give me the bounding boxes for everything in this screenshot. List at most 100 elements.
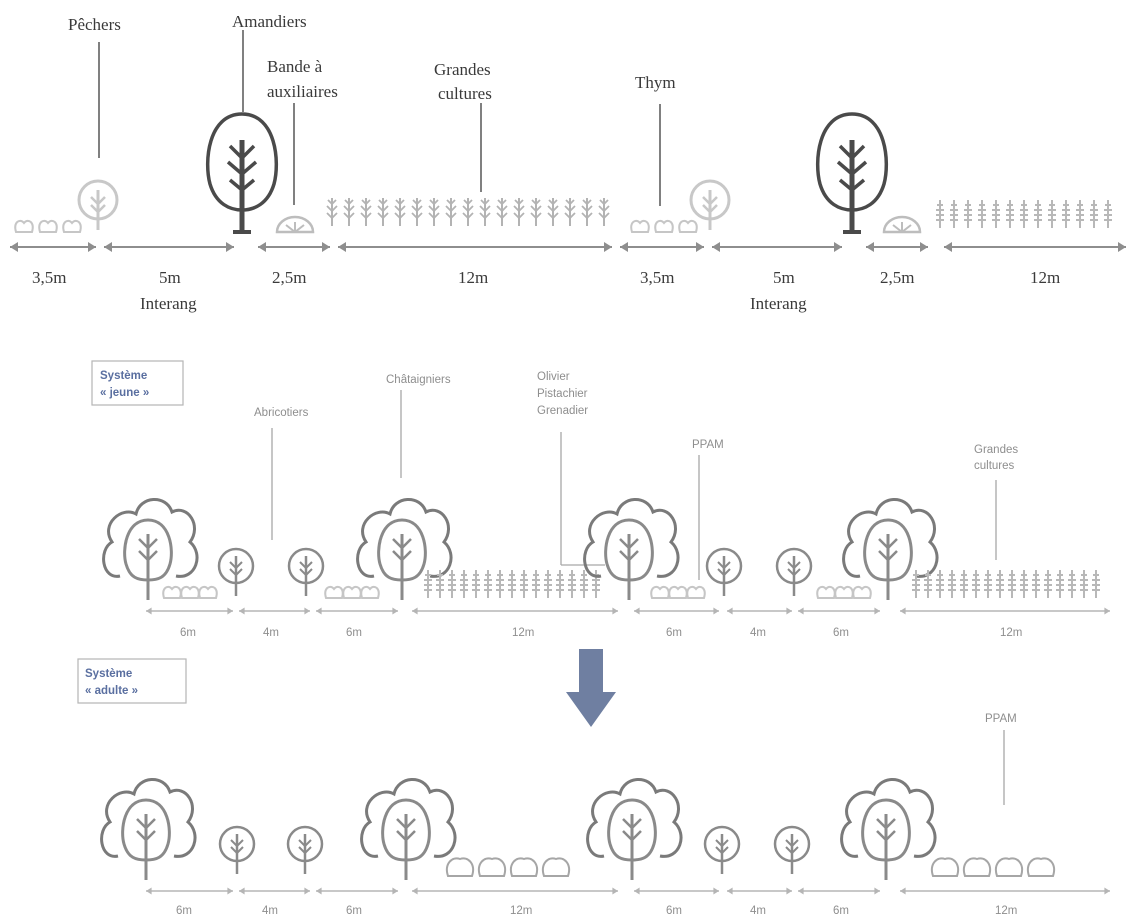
label-ppam-adulte: PPAM — [985, 713, 1017, 725]
arrowhead — [612, 887, 618, 895]
arrowhead — [146, 887, 152, 895]
crop-plant — [445, 197, 457, 227]
grain-plant — [1033, 199, 1043, 229]
grain-plant — [935, 569, 945, 599]
label-bande-line1: Bande à — [267, 57, 323, 76]
label-ppam-jeune: PPAM — [692, 439, 724, 451]
grain-plant — [923, 569, 933, 599]
ppam-bush — [686, 585, 706, 599]
arrowhead — [338, 242, 346, 252]
adulte-plants — [100, 777, 1056, 882]
grain-plant — [1055, 569, 1065, 599]
arrowhead — [322, 242, 330, 252]
arrowhead — [620, 242, 628, 252]
almond-tree — [818, 114, 887, 232]
dim-top-5: 3,5m — [640, 268, 674, 287]
crop-plant — [598, 197, 610, 227]
ppam-bush — [198, 585, 218, 599]
arrowhead — [227, 607, 233, 615]
thyme-bush — [654, 219, 674, 233]
thyme-bush — [38, 219, 58, 233]
ppam-bush — [342, 585, 362, 599]
ppam-bush — [162, 585, 182, 599]
grain-plant — [1089, 199, 1099, 229]
crop-plant — [530, 197, 542, 227]
label-grandes-cultures-line1: Grandes — [434, 60, 491, 79]
label-pechers: Pêchers — [68, 15, 121, 34]
grain-plant — [471, 569, 481, 599]
olive-tree — [217, 547, 255, 598]
ppam-bush — [360, 585, 380, 599]
grain-plant — [1043, 569, 1053, 599]
ppam-cushion — [541, 857, 571, 877]
dim-top-7: 2,5m — [880, 268, 914, 287]
down-arrow-icon — [566, 649, 616, 727]
grain-plant — [1061, 199, 1071, 229]
crop-plant — [411, 197, 423, 227]
grain-plant — [963, 199, 973, 229]
arrowhead — [412, 607, 418, 615]
thyme-bush — [14, 219, 34, 233]
crop-plant — [581, 197, 593, 227]
label-bande-line2: auxiliaires — [267, 82, 338, 101]
chestnut-tree — [842, 497, 939, 602]
dim-adulte-5: 6m — [666, 905, 682, 917]
grain-row — [423, 569, 601, 599]
grain-plant — [911, 569, 921, 599]
system-adulte-box — [77, 658, 187, 704]
arrowhead — [834, 242, 842, 252]
grain-plant — [1091, 569, 1101, 599]
ppam-bush — [816, 585, 836, 599]
thyme-bush — [62, 219, 82, 233]
grain-plant — [1047, 199, 1057, 229]
dim-jeune-8: 12m — [1000, 627, 1022, 639]
grain-plant — [519, 569, 529, 599]
grain-plant — [1019, 569, 1029, 599]
grain-plant — [1007, 569, 1017, 599]
olive-tree — [703, 825, 741, 876]
chestnut-tree — [102, 497, 199, 602]
crop-plant — [360, 197, 372, 227]
top-plants — [14, 114, 1113, 233]
arrowhead — [146, 607, 152, 615]
grain-plant — [947, 569, 957, 599]
pistachio-tree — [287, 547, 325, 598]
grain-plant — [991, 199, 1001, 229]
label-abricotiers: Abricotiers — [254, 407, 309, 419]
dim-adulte-4: 12m — [510, 905, 532, 917]
arrowhead — [634, 607, 640, 615]
system-jeune-title-line2: « jeune » — [100, 387, 149, 399]
arrowhead — [786, 607, 792, 615]
dim-top-4: 12m — [458, 268, 488, 287]
system-jeune-box — [91, 360, 184, 406]
grain-plant — [1067, 569, 1077, 599]
grain-plant — [1031, 569, 1041, 599]
top-section: Pêchers Amandiers Bande à auxiliaires Gr… — [10, 12, 1126, 313]
dim-adulte-1: 6m — [176, 905, 192, 917]
dim-jeune-4: 12m — [512, 627, 534, 639]
arrowhead — [226, 242, 234, 252]
chestnut-tree — [100, 777, 197, 882]
ppam-bush — [180, 585, 200, 599]
arrowhead — [10, 242, 18, 252]
arrowhead — [316, 887, 322, 895]
arrowhead — [874, 887, 880, 895]
thyme-bush — [678, 219, 698, 233]
crop-plant — [326, 197, 338, 227]
grain-plant — [483, 569, 493, 599]
grain-plant — [459, 569, 469, 599]
ppam-bush — [324, 585, 344, 599]
dim-jeune-1: 6m — [180, 627, 196, 639]
arrowhead — [713, 607, 719, 615]
system-jeune: Système « jeune » Abricotiers Châtaignie… — [91, 360, 1110, 639]
ppam-cushion — [962, 857, 992, 877]
dim-top-6: 5m — [773, 268, 795, 287]
arrowhead — [920, 242, 928, 252]
grain-plant — [995, 569, 1005, 599]
almond-tree — [208, 114, 277, 232]
top-dimension-arrows — [10, 242, 1126, 252]
label-grandes-cultures-line2: cultures — [438, 84, 492, 103]
adulte-dimension-arrows — [146, 887, 1110, 895]
arrowhead — [258, 242, 266, 252]
arrowhead — [304, 887, 310, 895]
